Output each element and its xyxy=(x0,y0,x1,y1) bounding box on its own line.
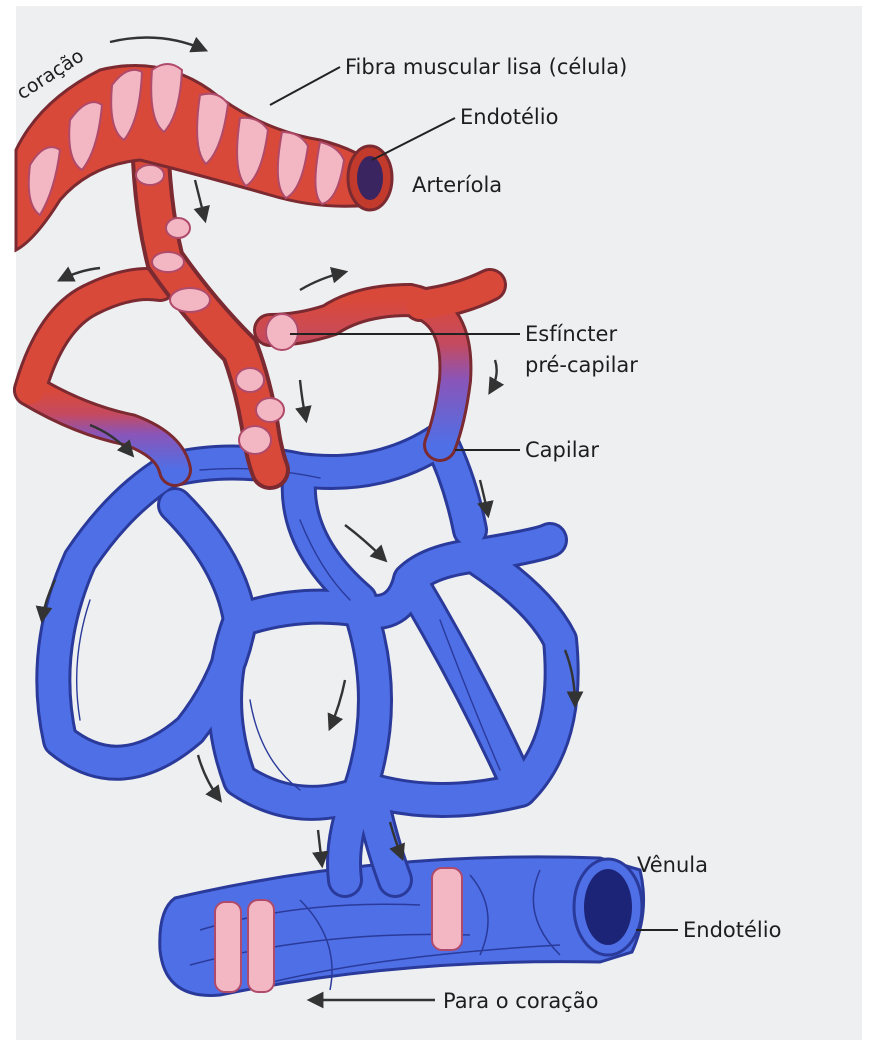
label-esfincter-line2: pré-capilar xyxy=(525,353,638,377)
venule-muscle-band xyxy=(215,902,241,992)
label-para-o-coracao: Para o coração xyxy=(443,989,598,1013)
label-esfincter-line1: Esfíncter xyxy=(525,322,617,346)
venule-lumen xyxy=(584,869,632,945)
label-arteriola: Arteríola xyxy=(412,173,502,197)
venule-muscle-band xyxy=(432,868,462,950)
sphincter-labeled xyxy=(266,314,298,350)
label-venula: Vênula xyxy=(637,853,708,877)
arteriole-lumen xyxy=(357,156,383,200)
label-endotelio-bottom: Endotélio xyxy=(683,918,781,942)
label-fibra-muscular: Fibra muscular lisa (célula) xyxy=(345,55,627,79)
label-capilar: Capilar xyxy=(525,438,599,462)
label-endotelio-top: Endotélio xyxy=(460,105,558,129)
venule-muscle-band xyxy=(248,900,274,992)
